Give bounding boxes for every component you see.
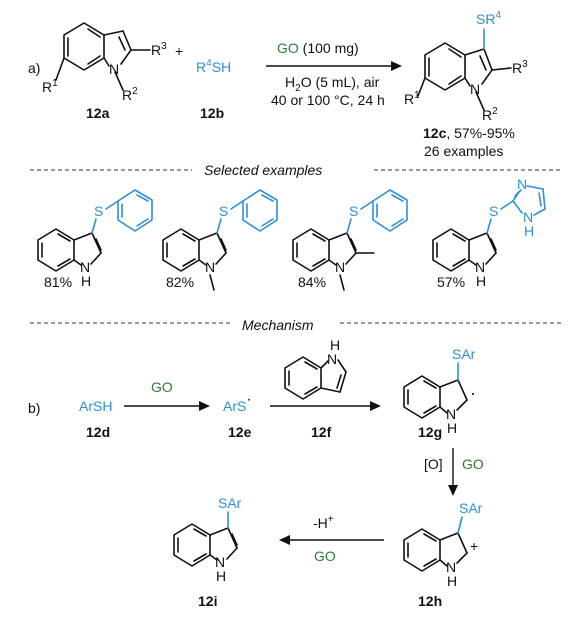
intermediate-12g-SAr: SAr <box>452 346 476 362</box>
example-1-S: S <box>94 203 103 219</box>
mechanism-arrow-4 <box>279 535 384 545</box>
intermediate-12g-N: N <box>446 406 456 422</box>
product-12c-R3: R3 <box>512 59 528 76</box>
intermediate-12h-N: N <box>446 559 456 575</box>
deprotonation-GO: GO <box>314 548 336 564</box>
radical-ArS: ArS· <box>223 391 252 414</box>
oxidant-O: [O] <box>424 456 443 472</box>
indole-12f-structure <box>284 356 347 400</box>
start-ArSH: ArSH <box>79 398 112 414</box>
intermediate-12g-dot: · <box>470 383 476 403</box>
example-1-H: H <box>81 273 91 289</box>
product-12i-SAr: SAr <box>218 495 242 511</box>
example-4-S: S <box>489 203 498 219</box>
selected-examples-header: Selected examples <box>204 162 322 178</box>
mechanism-arrow-2 <box>270 401 381 411</box>
product-12i-id: 12i <box>198 593 217 609</box>
indole-12f-H: H <box>330 337 340 353</box>
product-12c-count: 26 examples <box>424 143 503 159</box>
reagent-GO: GO (100 mg) <box>277 40 359 56</box>
intermediate-12h-structure <box>403 516 468 572</box>
intermediate-12g-structure <box>403 362 468 419</box>
example-4-structure <box>432 185 546 272</box>
mechanism-arrow-3 <box>448 448 458 496</box>
intermediate-12h-SAr: SAr <box>459 500 483 516</box>
intermediate-12g-H: H <box>447 420 457 436</box>
start-12d-id: 12d <box>86 424 110 440</box>
product-12c-id-yield: 12c, 57%-95% <box>423 125 515 141</box>
example-4-N: N <box>475 259 485 275</box>
example-3-S: S <box>349 203 358 219</box>
plus-sign: + <box>175 43 183 59</box>
example-2-structure <box>162 189 278 291</box>
oxidant-GO: GO <box>462 456 484 472</box>
reactant-12b-id: 12b <box>200 105 224 121</box>
example-4-imidazole-NH: N <box>523 209 533 225</box>
reactant-12a-R3: R3 <box>151 41 167 58</box>
product-12c-SR4: SR4 <box>476 10 501 27</box>
example-2-yield: 82% <box>166 274 194 290</box>
reactant-12a-R2: R2 <box>122 86 138 103</box>
condition-temperature: 40 or 100 °C, 24 h <box>271 92 385 108</box>
reactant-12a-R1: R1 <box>42 78 58 95</box>
mechanism-header: Mechanism <box>242 317 314 333</box>
condition-solvent: H2O (5 mL), air <box>285 74 380 94</box>
indole-12f-id: 12f <box>311 424 332 440</box>
reaction-arrow-a <box>266 61 402 71</box>
example-3-N: N <box>335 259 345 275</box>
intermediate-12h-id: 12h <box>418 593 442 609</box>
product-12c-R2: R2 <box>482 106 498 123</box>
example-3-structure <box>292 189 408 291</box>
product-12i-structure <box>173 511 238 567</box>
example-2-S: S <box>219 203 228 219</box>
product-12i-N: N <box>215 554 225 570</box>
example-4-yield: 57% <box>437 274 465 290</box>
reactant-12a-structure <box>55 22 151 91</box>
product-12c-N: N <box>470 81 480 97</box>
step1-reagent-GO: GO <box>151 379 173 395</box>
example-4-imidazole-N: N <box>517 176 527 192</box>
intermediate-12h-plus: + <box>470 538 478 554</box>
example-1-yield: 81% <box>44 274 72 290</box>
part-a-label: a) <box>28 60 40 76</box>
deprotonation-H: -H+ <box>313 514 334 531</box>
example-1-N: N <box>80 259 90 275</box>
part-b-label: b) <box>28 400 40 416</box>
reactant-12a-N: N <box>109 61 119 77</box>
intermediate-12h-H: H <box>447 573 457 589</box>
example-4-imidazole-H: H <box>524 223 534 239</box>
intermediate-12g-id: 12g <box>418 424 442 440</box>
radical-12e-id: 12e <box>228 424 252 440</box>
example-3-yield: 84% <box>298 274 326 290</box>
product-12i-H: H <box>216 568 226 584</box>
mechanism-arrow-1 <box>124 401 210 411</box>
example-1-structure <box>37 189 153 272</box>
example-2-N: N <box>205 259 215 275</box>
indole-12f-N: N <box>327 351 337 367</box>
reactant-12a-id: 12a <box>86 105 110 121</box>
product-12c-R1: R1 <box>404 90 420 107</box>
reactant-12b: R4SH <box>196 58 231 75</box>
example-4-H: H <box>476 273 486 289</box>
product-12c-structure <box>417 28 512 111</box>
